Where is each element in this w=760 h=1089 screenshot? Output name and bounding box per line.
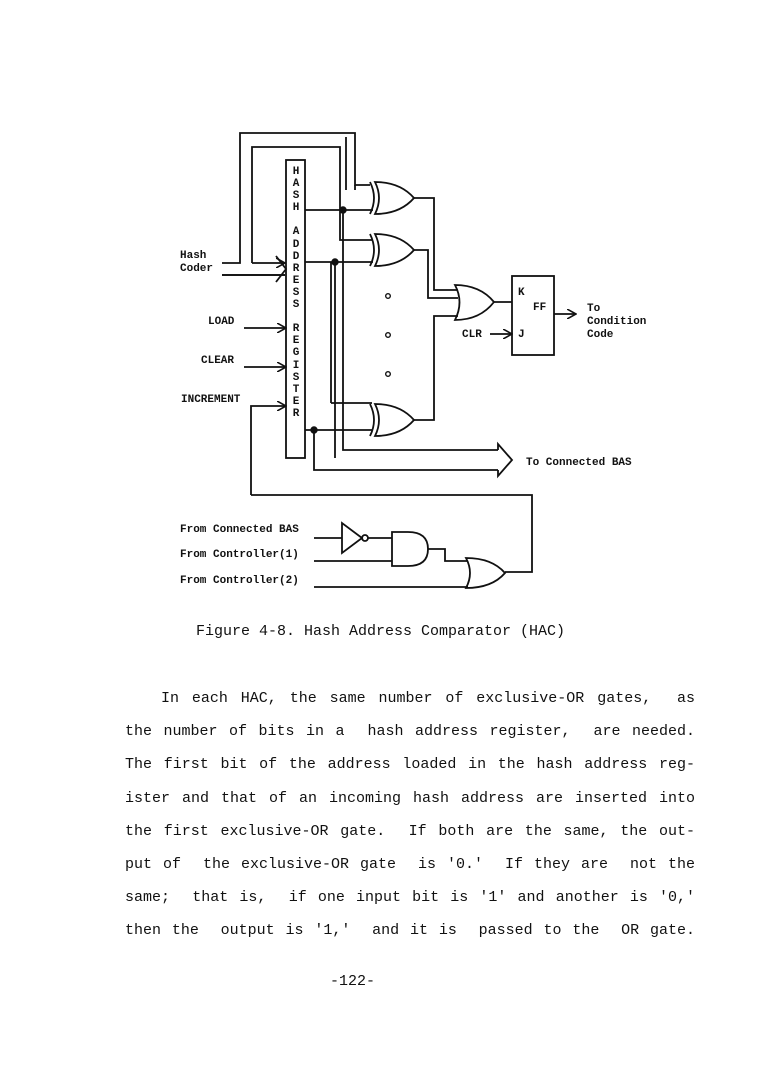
- paragraph-line: put of the exclusive-OR gate is '0.' If …: [125, 856, 695, 874]
- paragraph-line: the number of bits in a hash address reg…: [125, 723, 695, 741]
- xor-gate-2: [369, 233, 416, 267]
- ff-j-label: J: [518, 329, 525, 341]
- ff-k-label: K: [518, 287, 525, 299]
- hash-coder-label: Hash Coder: [180, 250, 214, 275]
- ff-label: FF: [533, 302, 547, 314]
- paragraph-line: then the output is '1,' and it is passed…: [125, 922, 695, 940]
- condition-code-label: To Condition Code: [587, 303, 647, 341]
- page-number: -122-: [330, 973, 376, 990]
- from-controller-1-label: From Controller(1): [180, 549, 299, 561]
- increment-arrow: [250, 406, 286, 495]
- wire-hash-coder-outer: [222, 132, 370, 264]
- xor-gate-1: [369, 181, 416, 215]
- paragraph-line: same; that is, if one input bit is '1' a…: [125, 889, 695, 907]
- junction-dot: [310, 426, 318, 434]
- inverter-gate: [341, 521, 369, 555]
- or-gate-control: [464, 557, 507, 589]
- clr-label: CLR: [462, 329, 482, 341]
- increment-label: INCREMENT: [181, 394, 241, 406]
- or-gate-comparator: [453, 284, 496, 321]
- hac-circuit-diagram: [222, 132, 760, 589]
- junction-dot: [331, 258, 339, 266]
- paragraph-line: The first bit of the address loaded in t…: [125, 756, 695, 774]
- ellipsis-dot: [385, 293, 392, 300]
- paragraph-line: ister and that of an incoming hash addre…: [125, 789, 695, 807]
- xor-gate-n: [369, 403, 416, 437]
- paragraph-line: In each HAC, the same number of exclusiv…: [161, 690, 695, 707]
- bus-arrow: [497, 441, 514, 479]
- clear-label: CLEAR: [201, 355, 235, 367]
- register-label: H A S H A D D R E S S R E G I S T E R: [292, 166, 300, 420]
- from-connected-bas-label: From Connected BAS: [180, 524, 299, 536]
- and-gate: [391, 531, 429, 567]
- paragraph-line: the first exclusive-OR gate. If both are…: [125, 822, 695, 840]
- ellipsis-dot: [385, 332, 392, 339]
- from-controller-2-label: From Controller(2): [180, 575, 299, 587]
- body-paragraph: In each HAC, the same number of exclusiv…: [125, 682, 695, 948]
- load-label: LOAD: [208, 316, 235, 328]
- jk-flip-flop: [511, 275, 555, 356]
- to-connected-bas-label: To Connected BAS: [526, 457, 632, 469]
- hash-address-register: [285, 159, 306, 459]
- figure-caption: Figure 4-8. Hash Address Comparator (HAC…: [196, 623, 566, 640]
- ellipsis-dot: [385, 371, 392, 378]
- junction-dot: [339, 206, 347, 214]
